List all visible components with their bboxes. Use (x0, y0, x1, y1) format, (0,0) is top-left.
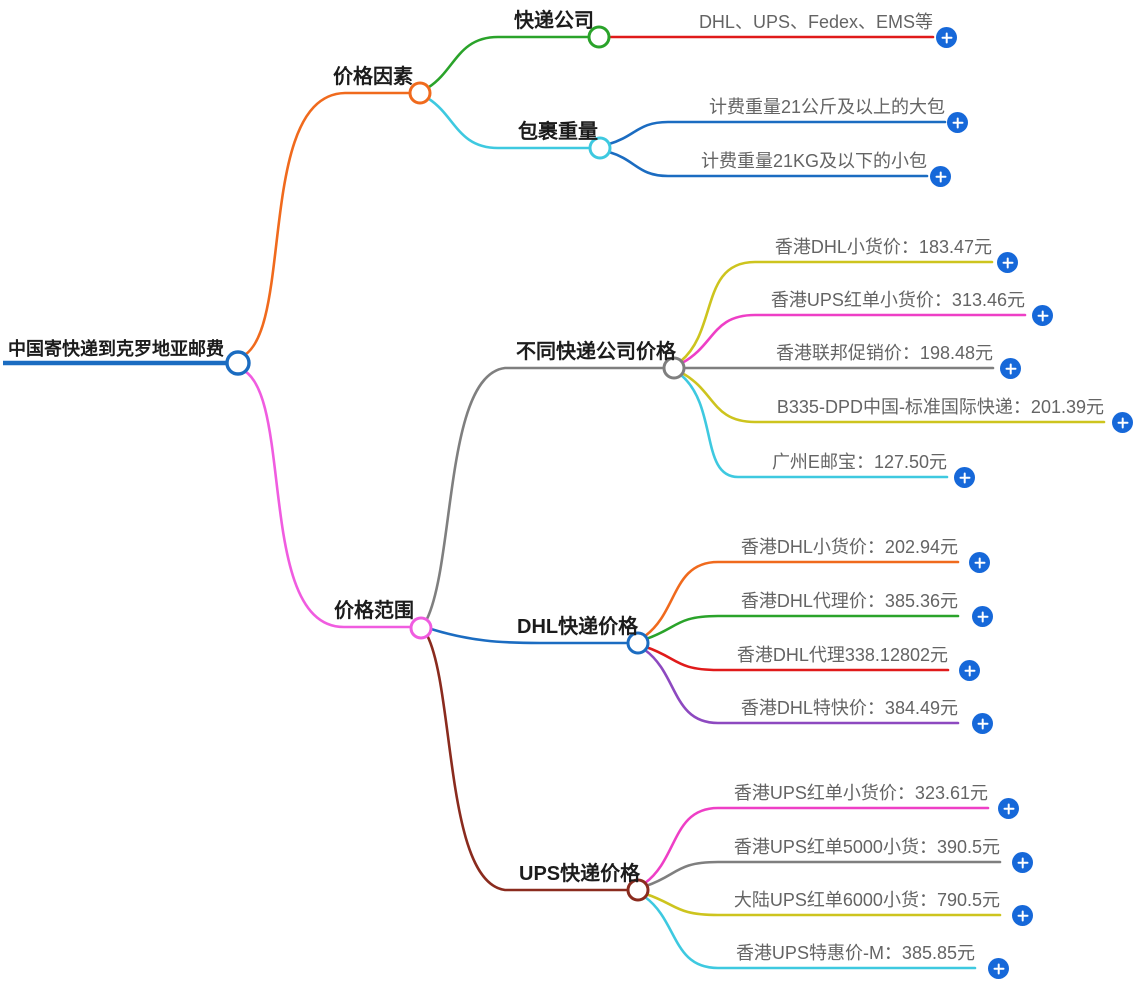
leaf-label-big-package[interactable]: 计费重量21公斤及以上的大包 (708, 97, 945, 117)
add-node-button-dhl-express-price[interactable] (972, 713, 993, 734)
leaf-label-hk-ups-red-small[interactable]: 香港UPS红单小货价：313.46元 (770, 290, 1025, 310)
collapse-handle-ups-price[interactable] (626, 878, 650, 902)
collapse-handle-price-range[interactable] (409, 616, 433, 640)
collapse-handle-express-company[interactable] (587, 25, 611, 49)
add-node-button-hk-ups-red-small[interactable] (1032, 305, 1053, 326)
node-label-ups-price[interactable]: UPS快递价格 (519, 863, 641, 885)
edge-package-weight (427, 97, 592, 150)
node-label-dhl-price[interactable]: DHL快递价格 (517, 616, 639, 638)
edge-gz-epacket (679, 373, 949, 479)
edge-big-package (607, 120, 947, 146)
add-node-button-ups-red-small-price[interactable] (998, 798, 1019, 819)
add-node-button-gz-epacket[interactable] (954, 467, 975, 488)
collapse-handle-root[interactable] (225, 350, 251, 376)
edge-dhl-agent-price-2 (644, 645, 950, 672)
edge-dpd-standard (680, 371, 1106, 424)
leaf-label-dhl-express-price[interactable]: 香港DHL特快价：384.49元 (740, 698, 958, 718)
leaf-label-ups-red-6000[interactable]: 大陆UPS红单6000小货：790.5元 (733, 890, 1000, 910)
leaf-label-ups-special-m[interactable]: 香港UPS特惠价-M：385.85元 (735, 943, 975, 963)
leaf-label-hk-fedex-promo[interactable]: 香港联邦促销价：198.48元 (775, 343, 993, 363)
edge-hk-dhl-small (679, 260, 994, 363)
leaf-label-hk-dhl-small[interactable]: 香港DHL小货价：183.47元 (774, 237, 992, 257)
add-node-button-small-package[interactable] (930, 166, 951, 187)
collapse-handle-dhl-price[interactable] (626, 631, 650, 655)
leaf-label-gz-epacket[interactable]: 广州E邮宝：127.50元 (771, 452, 947, 472)
add-node-button-big-package[interactable] (947, 112, 968, 133)
add-node-button-ups-red-5000[interactable] (1012, 852, 1033, 873)
edge-dhl-agent-price (644, 614, 960, 641)
collapse-handle-package-weight[interactable] (588, 136, 612, 160)
edge-company-price-comparison (425, 366, 666, 621)
node-label-company-price-comparison[interactable]: 不同快递公司价格 (516, 341, 676, 363)
edge-dhl-express-price (643, 648, 960, 725)
leaf-label-dhl-agent-price-2[interactable]: 香港DHL代理338.12802元 (736, 645, 948, 665)
edge-ups-price (425, 633, 630, 892)
node-label-root[interactable]: 中国寄快递到克罗地亚邮费 (8, 339, 224, 359)
edge-hk-ups-red-small (680, 313, 1027, 365)
add-node-button-ups-special-m[interactable] (988, 958, 1009, 979)
edge-price-range (239, 367, 413, 629)
node-label-express-company[interactable]: 快递公司 (514, 10, 594, 32)
edge-small-package (607, 150, 929, 178)
add-node-button-ups-red-6000[interactable] (1012, 905, 1033, 926)
leaf-label-dpd-standard[interactable]: B335-DPD中国-标准国际快递：201.39元 (776, 397, 1104, 417)
edge-dhl-price (429, 627, 630, 645)
leaf-label-small-package[interactable]: 计费重量21KG及以下的小包 (700, 151, 927, 171)
add-node-button-hk-fedex-promo[interactable] (1000, 358, 1021, 379)
edge-express-company (427, 35, 591, 89)
edge-ups-red-5000 (644, 860, 1002, 888)
node-label-package-weight[interactable]: 包裹重量 (518, 121, 598, 143)
add-node-button-dhl-agent-price[interactable] (972, 606, 993, 627)
add-node-button-express-companies[interactable] (936, 27, 957, 48)
leaf-label-dhl-small-price[interactable]: 香港DHL小货价：202.94元 (740, 537, 958, 557)
leaf-label-express-companies[interactable]: DHL、UPS、Fedex、EMS等 (698, 12, 933, 32)
add-node-button-dhl-small-price[interactable] (969, 552, 990, 573)
node-label-price-factors[interactable]: 价格因素 (333, 66, 413, 88)
leaf-label-ups-red-5000[interactable]: 香港UPS红单5000小货：390.5元 (733, 837, 1000, 857)
add-node-button-dhl-agent-price-2[interactable] (959, 660, 980, 681)
add-node-button-hk-dhl-small[interactable] (997, 252, 1018, 273)
collapse-handle-company-price-comparison[interactable] (662, 356, 686, 380)
edge-price-factors (239, 91, 413, 359)
leaf-label-dhl-agent-price[interactable]: 香港DHL代理价：385.36元 (740, 591, 958, 611)
edge-ups-special-m (643, 895, 977, 970)
edge-dhl-small-price (643, 560, 960, 638)
add-node-button-dpd-standard[interactable] (1112, 412, 1133, 433)
node-label-price-range[interactable]: 价格范围 (334, 600, 414, 622)
edge-ups-red-small-price (643, 806, 990, 885)
collapse-handle-price-factors[interactable] (408, 81, 432, 105)
edge-ups-red-6000 (644, 892, 1002, 917)
leaf-label-ups-red-small-price[interactable]: 香港UPS红单小货价：323.61元 (733, 783, 988, 803)
